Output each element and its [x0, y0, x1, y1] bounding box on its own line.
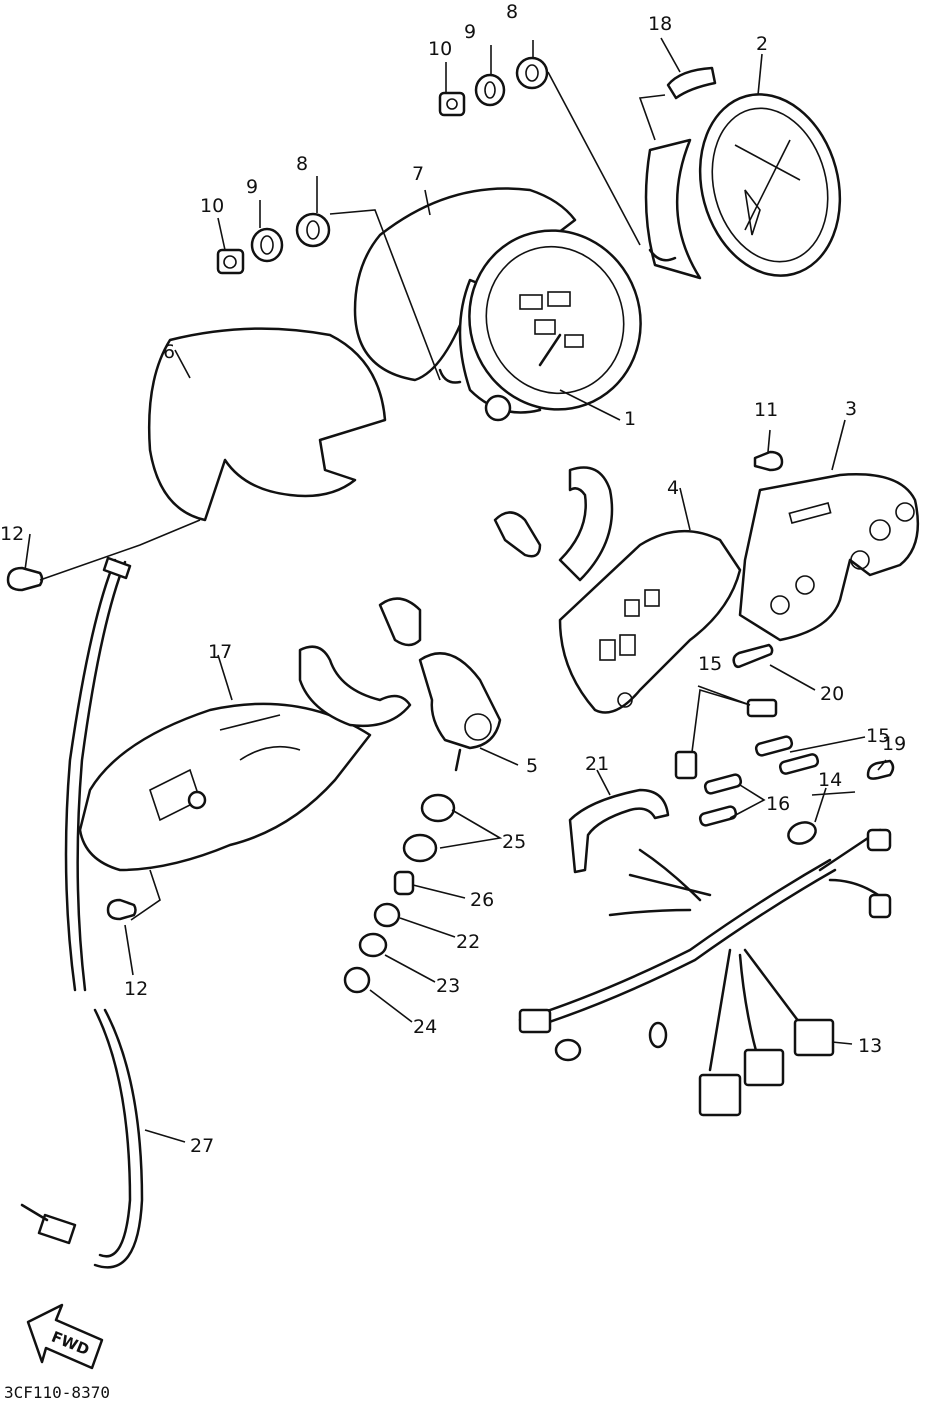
callout-15-right: 15	[866, 725, 890, 747]
part-14-bulb	[787, 821, 817, 845]
part-3-bracket	[738, 473, 920, 642]
diagram-code: 3CF110-8370	[4, 1383, 110, 1402]
callout-13: 13	[858, 1035, 882, 1057]
bracket-holes	[770, 502, 915, 615]
callout-1: 1	[624, 408, 636, 430]
callouts: 1 2 3 4 5 6 7 8 8 9 9 10 10 11 12 12 13 …	[0, 1, 906, 1157]
callout-9-lower: 9	[246, 176, 258, 198]
callout-17: 17	[208, 641, 232, 663]
part-2-tachometer	[644, 93, 842, 280]
callout-27: 27	[190, 1135, 214, 1157]
callout-25: 25	[502, 831, 526, 853]
part-5-bracket	[378, 597, 502, 772]
part-13-wire-harness	[518, 828, 892, 1117]
part-12-screw-upper	[6, 566, 44, 592]
part-12-screw-lower	[106, 898, 137, 921]
leader-lines	[24, 37, 887, 1143]
callout-6: 6	[163, 341, 175, 363]
grommet-stack	[343, 793, 456, 994]
callout-21: 21	[585, 753, 609, 775]
callout-22: 22	[456, 931, 480, 953]
callout-4: 4	[667, 477, 679, 499]
callout-19: 19	[882, 733, 906, 755]
part-17-cover	[78, 645, 412, 872]
part-18-lens	[666, 66, 717, 100]
callout-18: 18	[648, 13, 672, 35]
callout-10-lower: 10	[200, 195, 224, 217]
callout-16: 16	[766, 793, 790, 815]
washer-stack-upper	[438, 56, 549, 117]
fwd-arrow-icon	[26, 1303, 104, 1370]
part-21-bracket	[568, 788, 670, 874]
part-15-16-sockets	[674, 698, 820, 827]
callout-20: 20	[820, 683, 844, 705]
part-11-screw	[753, 450, 784, 472]
callout-11: 11	[754, 399, 778, 421]
callout-9-upper: 9	[464, 21, 476, 43]
washer-stack-lower	[216, 212, 331, 275]
callout-12-upper: 12	[0, 523, 24, 545]
part-19-bulb	[866, 759, 895, 780]
callout-3: 3	[845, 398, 857, 420]
callout-8-upper: 8	[506, 1, 518, 23]
part-6-meter-cover	[147, 327, 387, 522]
part-1-speedometer	[438, 229, 642, 422]
callout-5: 5	[526, 755, 538, 777]
callout-10-upper: 10	[428, 38, 452, 60]
callout-26: 26	[470, 889, 494, 911]
callout-15-left: 15	[698, 653, 722, 675]
callout-23: 23	[436, 975, 460, 997]
part-4-indicator-housing	[493, 466, 742, 714]
callout-12-lower: 12	[124, 978, 148, 1000]
callout-8-lower: 8	[296, 153, 308, 175]
callout-14: 14	[818, 769, 842, 791]
callout-24: 24	[413, 1016, 437, 1038]
part-20-screw	[732, 643, 774, 669]
callout-7: 7	[412, 163, 424, 185]
callout-2: 2	[756, 33, 768, 55]
part-27-speedometer-cable	[20, 556, 144, 1269]
